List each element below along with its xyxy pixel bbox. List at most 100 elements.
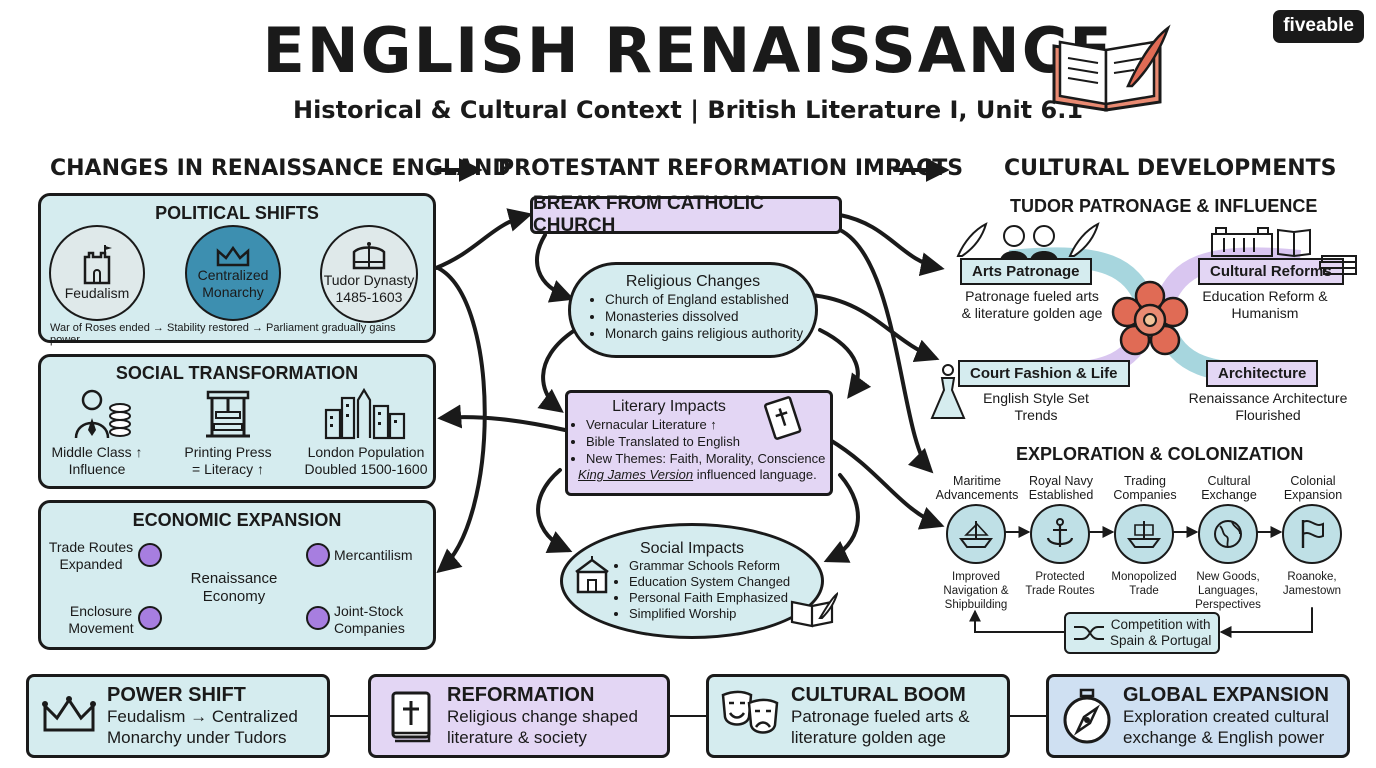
crossing-arrows-icon	[1074, 626, 1104, 640]
literary-impacts-title: Literary Impacts	[612, 398, 726, 415]
anchor-icon	[1046, 518, 1074, 547]
colonial-expansion-bottom-label: Roanoke,Jamestown	[1282, 571, 1342, 597]
summary-title: POWER SHIFT	[107, 684, 246, 706]
feudalism-node: Feudalism	[49, 225, 145, 321]
tudor-rose-icon	[1111, 280, 1189, 356]
summary-power-shift: POWER SHIFT Feudalism → Centralized Mona…	[26, 674, 330, 758]
religious-changes-cloud: Religious Changes Church of England esta…	[568, 262, 818, 358]
crown-icon	[42, 696, 96, 732]
list-item: Simplified Worship	[629, 606, 821, 622]
open-book-icon	[1052, 24, 1171, 112]
political-note: War of Roses ended → Stability restored …	[50, 322, 396, 346]
list-item: Education System Changed	[629, 574, 821, 590]
colonial-expansion-node	[1282, 504, 1342, 564]
cultural-reforms-desc: Education Reform &Humanism	[1202, 288, 1328, 321]
arts-patronage-desc: Patronage fueled arts& literature golden…	[961, 288, 1103, 321]
middle-class-label: Middle Class ↑Influence	[51, 444, 143, 477]
social-impacts-title: Social Impacts	[639, 540, 745, 557]
architecture-ribbon: Architecture	[1206, 360, 1319, 387]
list-item: Monasteries dissolved	[605, 308, 815, 325]
ship-icon	[1127, 521, 1161, 548]
exploration-title: EXPLORATION & COLONIZATION	[1016, 444, 1304, 464]
list-item: Grammar Schools Reform	[629, 558, 821, 574]
joint-stock-dot	[306, 606, 330, 630]
religious-changes-list: Church of England established Monasterie…	[589, 291, 815, 342]
tudor-dynasty-label: Tudor Dynasty	[323, 272, 415, 288]
trade-routes-dot	[138, 543, 162, 567]
summary-title: GLOBAL EXPANSION	[1123, 684, 1329, 706]
printing-press-label: Printing Press= Literacy ↑	[184, 444, 272, 477]
mercantilism-dot	[306, 543, 330, 567]
social-impacts-list: Grammar Schools Reform Education System …	[613, 558, 821, 622]
summary-cultural-boom: CULTURAL BOOM Patronage fueled arts & li…	[706, 674, 1010, 758]
palace-books-icon	[1211, 227, 1357, 275]
column-header-cultural: CULTURAL DEVELOPMENTS	[1004, 156, 1337, 181]
royal-crown-icon	[352, 242, 386, 270]
businessman-coins-icon	[74, 389, 131, 439]
printing-press-icon	[206, 390, 250, 438]
page-title: ENGLISH RENAISSANCE	[262, 14, 1114, 87]
shakespeare-quills-icon	[956, 222, 1100, 260]
column-header-reformation: PROTESTANT REFORMATION IMPACTS	[498, 156, 964, 181]
centralized-monarchy-label: Centralized Monarchy	[197, 267, 269, 300]
summary-reformation: REFORMATION Religious change shaped lite…	[368, 674, 670, 758]
page-subtitle: Historical & Cultural Context | British …	[292, 96, 1084, 124]
flag-icon	[1301, 520, 1324, 548]
social-impacts-ellipse: Social Impacts Grammar Schools Reform Ed…	[560, 523, 824, 639]
globe-icon	[1214, 520, 1242, 548]
crown-icon	[216, 245, 250, 267]
tudor-dynasty-years: 1485-1603	[335, 289, 403, 305]
book-quill-icon	[790, 592, 838, 628]
arts-patronage-ribbon: Arts Patronage	[960, 258, 1092, 285]
cultural-exchange-node	[1198, 504, 1258, 564]
fiveable-logo: fiveable	[1273, 10, 1364, 43]
tudor-dynasty-node: Tudor Dynasty 1485-1603	[320, 225, 418, 323]
maritime-advancements-node	[946, 504, 1006, 564]
theater-masks-icon	[721, 690, 779, 734]
enclosure-movement-dot	[138, 606, 162, 630]
bible-icon	[391, 691, 431, 743]
tudor-patronage-title: TUDOR PATRONAGE & INFLUENCE	[1010, 196, 1318, 216]
literary-impacts-list: Vernacular Literature ↑ Bible Translated…	[570, 416, 830, 467]
compass-icon	[1063, 688, 1111, 744]
social-transformation-title: SOCIAL TRANSFORMATION	[115, 363, 359, 383]
tudor-dress-icon	[930, 364, 966, 419]
list-item: Church of England established	[605, 291, 815, 308]
city-skyline-icon	[324, 387, 406, 440]
feudalism-label: Feudalism	[64, 284, 130, 301]
economic-expansion-panel: ECONOMIC EXPANSION	[38, 500, 436, 650]
list-item: Monarch gains religious authority	[605, 325, 815, 342]
list-item: Vernacular Literature ↑	[586, 416, 830, 433]
castle-tower-icon	[83, 244, 112, 284]
list-item: Personal Faith Emphasized	[629, 590, 821, 606]
summary-title: CULTURAL BOOM	[791, 684, 966, 706]
summary-title: REFORMATION	[447, 684, 595, 706]
religious-changes-title: Religious Changes	[625, 273, 761, 290]
list-item: Bible Translated to English	[586, 433, 830, 450]
summary-global-expansion: GLOBAL EXPANSION Exploration created cul…	[1046, 674, 1350, 758]
economic-expansion-title: ECONOMIC EXPANSION	[132, 510, 342, 530]
mercantilism-label: Mercantilism	[334, 547, 413, 563]
column-header-changes: CHANGES IN RENAISSANCE ENGLAND	[50, 156, 511, 181]
break-from-catholic-church: BREAK FROM CATHOLIC CHURCH	[530, 193, 842, 236]
trading-companies-node	[1114, 504, 1174, 564]
court-fashion-ribbon: Court Fashion & Life	[958, 360, 1130, 387]
ship-icon	[959, 520, 993, 548]
centralized-monarchy-node: Centralized Monarchy	[185, 225, 281, 321]
holy-bible-icon	[764, 396, 802, 440]
